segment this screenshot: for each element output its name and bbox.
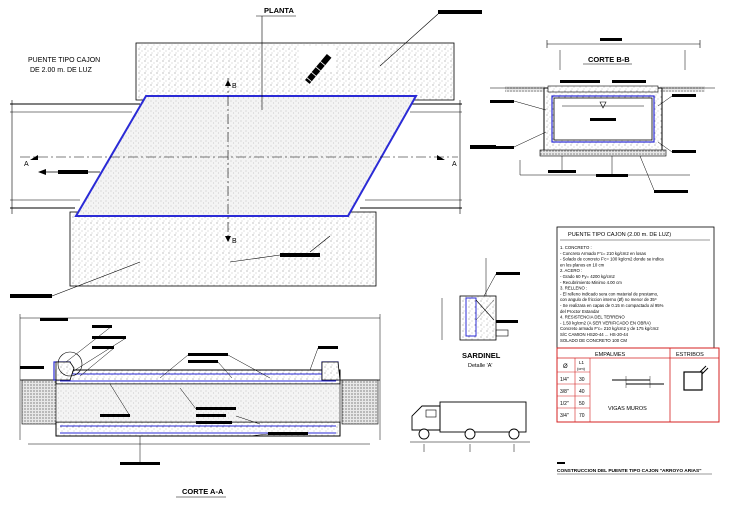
- header-estribos: ESTRIBOS: [676, 352, 704, 358]
- plan-view: A A B B PLANTA PUENTE TIPO CAJON DE 2.00…: [10, 6, 496, 298]
- notes-line: - Grado 60 Fy= 4200 kg/cm2: [560, 274, 615, 279]
- notes-line: - Se realizara en capas de 0.15 m compac…: [560, 303, 664, 308]
- splice-caption: VIGAS MUROS: [608, 406, 647, 412]
- notes-line: - Recubrimiento Minimo 4.00 cm: [560, 280, 622, 285]
- culvert-top-slab: [55, 369, 341, 385]
- notes-line: - 1.50 kg/cm2 (A SER VERIFICADO EN OBRA): [560, 320, 651, 325]
- notes-line: del Proctor Estandar: [560, 309, 600, 314]
- plan-subtitle-line2: DE 2.00 m. DE LUZ: [30, 67, 93, 74]
- section-bb-title: CORTE B-B: [588, 55, 630, 64]
- plan-title: PLANTA: [264, 6, 294, 15]
- embankment-bottom: [69, 211, 377, 287]
- section-aa-title: CORTE A-A: [182, 487, 224, 496]
- notes-line: SOLADO DE CONCRETO 100 CM: [560, 338, 627, 343]
- row-1-diameter: 1/4": [560, 377, 569, 383]
- splice-table: EMPALMES ESTRIBOS Ø L1 (cm) 1/4" 30 3/8"…: [556, 347, 720, 423]
- row-3-length: 50: [579, 401, 585, 407]
- header-empalmes: EMPALMES: [595, 352, 625, 358]
- row-1-length: 30: [579, 377, 585, 383]
- notes-line: 2. ACERO :: [560, 268, 582, 273]
- notes-line: Concreto armado F'c= 210 kg/cm2 y de 175…: [560, 326, 659, 331]
- notes-line: con angulo de friccion interno (Ø) no me…: [560, 297, 657, 302]
- footer-caption: CONSTRUCCION DEL PUENTE TIPO CAJON "ARRO…: [557, 468, 701, 474]
- sardinel-detail: SARDINEL Detalle 'A': [441, 258, 520, 369]
- row-3-diameter: 1/2": [560, 401, 569, 407]
- notes-line: 1. CONCRETO :: [560, 245, 592, 250]
- notes-line: - El relleno indicado sera con material …: [560, 291, 658, 296]
- section-mark-b-bottom: B: [232, 238, 237, 245]
- sardinel-detail-label: Detalle 'A': [468, 363, 492, 369]
- notes-line: 3. RELLENO :: [560, 286, 587, 291]
- row-4-length: 70: [579, 413, 585, 419]
- col-length-l1: L1: [579, 360, 585, 365]
- bridge-deck: [74, 95, 418, 217]
- notes-title: PUENTE TIPO CAJON (2.00 m. DE LUZ): [568, 232, 671, 238]
- section-mark-b-top: B: [232, 83, 237, 90]
- plan-subtitle-line1: PUENTE TIPO CAJON: [28, 57, 100, 64]
- section-aa: CORTE A-A: [19, 314, 381, 498]
- col-length-unit: (cm): [577, 366, 586, 371]
- col-diameter: Ø: [563, 364, 568, 370]
- section-mark-a-right: A: [452, 161, 457, 168]
- notes-line: S/C CAMION HS20-44 ... HS-20-44: [560, 332, 629, 337]
- notes-line: - Concreto Armado F'c= 210 kg/cm2 en los…: [560, 251, 646, 256]
- embankment-top: [135, 42, 455, 101]
- notes-line: - Solado de concreto F'c= 100 kg/cm2 don…: [560, 257, 664, 262]
- notes-line: 4. RESISTENCIA DEL TERRENO: [560, 315, 625, 320]
- truck-icon: [410, 401, 530, 452]
- notes-box: PUENTE TIPO CAJON (2.00 m. DE LUZ) 1. CO…: [556, 226, 715, 353]
- row-2-diameter: 3/8": [560, 389, 569, 395]
- notes-lines: 1. CONCRETO :- Concreto Armado F'c= 210 …: [560, 245, 664, 343]
- row-4-diameter: 3/4": [560, 413, 569, 419]
- sardinel-title: SARDINEL: [462, 351, 501, 360]
- notes-line: en los planos en 10 cm: [560, 262, 605, 267]
- row-2-length: 40: [579, 389, 585, 395]
- section-mark-a-left: A: [24, 161, 29, 168]
- section-bb: CORTE B-B: [490, 38, 715, 193]
